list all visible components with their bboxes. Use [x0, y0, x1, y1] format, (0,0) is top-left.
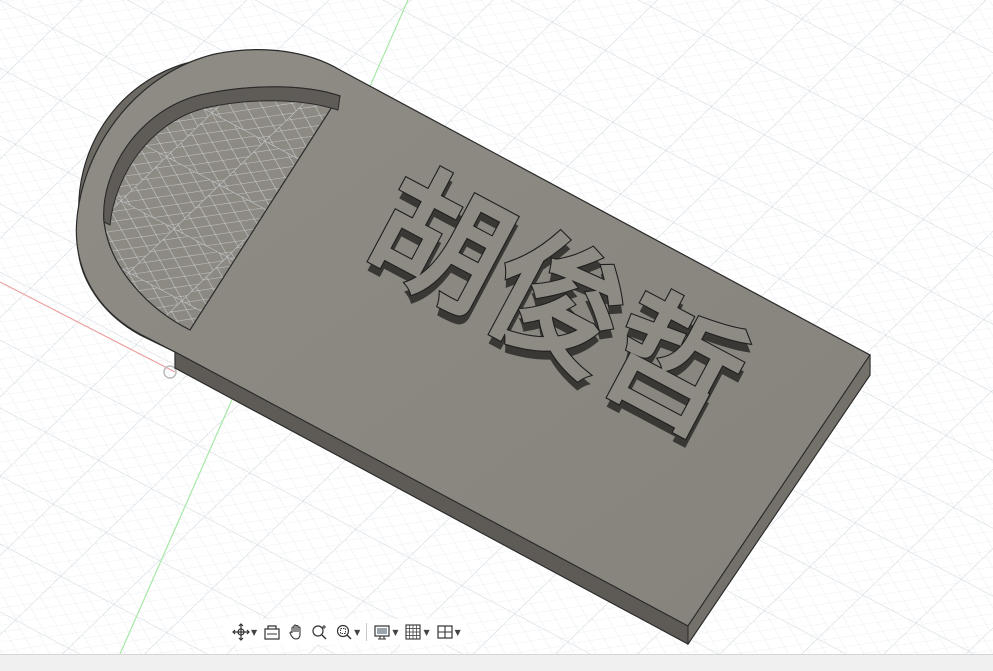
- look-at-icon: [264, 625, 280, 640]
- pan-icon: [289, 624, 301, 640]
- scene-svg: 胡俊哲 胡俊哲: [0, 0, 993, 654]
- chevron-down-icon: ▼: [354, 627, 361, 637]
- orbit-button[interactable]: ▼: [230, 620, 259, 644]
- look-at-button[interactable]: [261, 620, 283, 644]
- canvas-viewport[interactable]: 胡俊哲 胡俊哲: [0, 0, 993, 654]
- keychain-right-edge: [687, 353, 871, 646]
- chevron-down-icon: ▼: [392, 627, 399, 637]
- viewports-button[interactable]: ▼: [434, 620, 463, 644]
- keychain-hole-inner-wall: [103, 86, 341, 226]
- chevron-down-icon: ▼: [251, 627, 258, 637]
- viewports-icon: [437, 625, 453, 639]
- bottom-status-strip: [0, 654, 993, 671]
- fit-icon: [337, 624, 352, 640]
- chevron-down-icon: ▼: [454, 627, 461, 637]
- grid-snaps-icon: [405, 624, 422, 640]
- display-settings-icon: [374, 625, 390, 640]
- display-settings-button[interactable]: ▼: [371, 620, 400, 644]
- zoom-icon: [312, 625, 327, 640]
- pan-button[interactable]: [285, 620, 307, 644]
- fit-button[interactable]: ▼: [333, 620, 362, 644]
- origin-marker: [163, 365, 177, 379]
- orbit-icon: [232, 623, 250, 641]
- navigation-toolbar: ▼ ▼ ▼: [226, 619, 467, 645]
- chevron-down-icon: ▼: [423, 627, 430, 637]
- zoom-button[interactable]: [309, 620, 331, 644]
- grid-snaps-button[interactable]: ▼: [402, 620, 431, 644]
- toolbar-divider: [366, 623, 368, 641]
- x-axis-line: [0, 281, 176, 373]
